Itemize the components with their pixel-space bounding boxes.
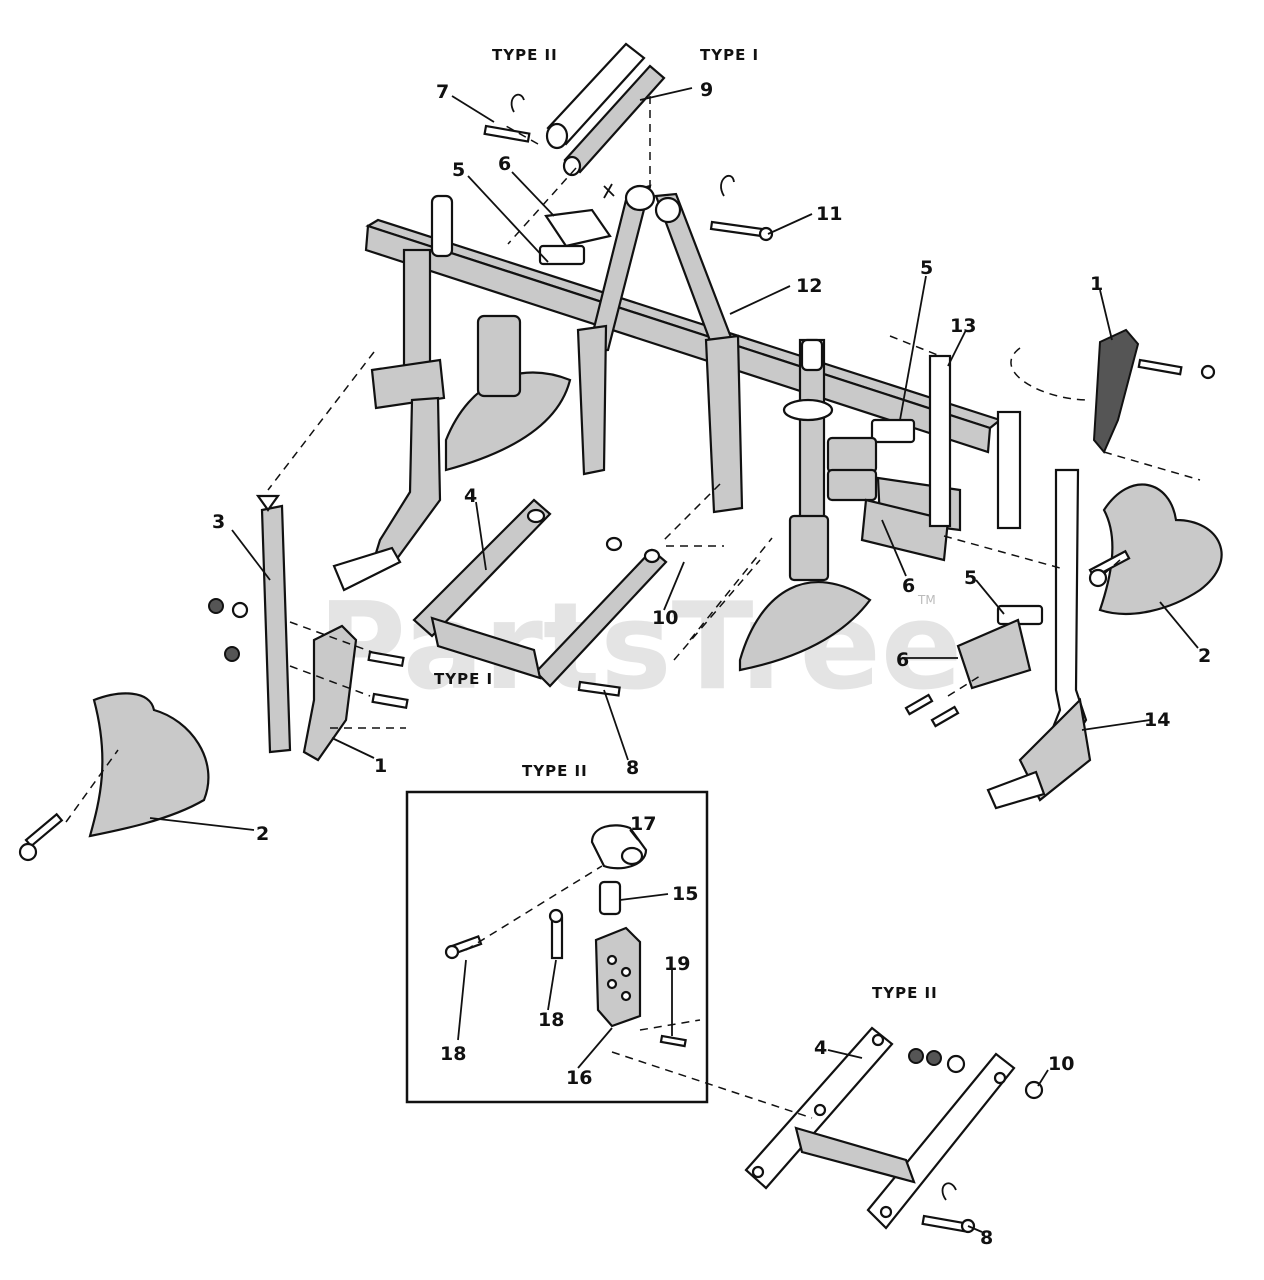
- callout-2-right: 2: [1198, 645, 1211, 667]
- gang-bracket-type-i: [412, 498, 668, 688]
- callout-16: 16: [566, 1067, 592, 1089]
- watermark-tm: TM: [917, 593, 936, 607]
- pin-11: [709, 175, 774, 242]
- callout-6-lower: 6: [896, 649, 909, 671]
- callout-4-upper: 4: [464, 485, 477, 507]
- center-shank-assembly: [738, 338, 872, 672]
- callout-4-lower: 4: [814, 1037, 827, 1059]
- shovel-left: [18, 692, 210, 862]
- callout-11: 11: [816, 203, 842, 225]
- bolt-8-upper: [577, 680, 621, 697]
- callout-17: 17: [630, 813, 656, 835]
- inset-bracket-16: [594, 926, 642, 1028]
- callout-14: 14: [1144, 709, 1170, 731]
- callout-18-left: 18: [440, 1043, 466, 1065]
- frame-bracket-13: [928, 354, 1022, 530]
- dashed-connectors: [65, 96, 1201, 1119]
- shin-upper-right: [1092, 328, 1216, 454]
- callout-10-upper: 10: [652, 607, 678, 629]
- callout-8-upper: 8: [626, 757, 639, 779]
- a-frame-mast: [576, 184, 744, 514]
- nuts-left: [208, 598, 249, 662]
- callout-6-mid: 6: [902, 575, 915, 597]
- callout-5-left: 5: [452, 159, 465, 181]
- callout-3: 3: [212, 511, 225, 533]
- inset-clip-15: [598, 880, 622, 916]
- inset-type-ii-box: [405, 790, 709, 1104]
- callout-6-top: 6: [498, 153, 511, 175]
- type-label-lower-ii: TYPE II: [872, 984, 938, 1002]
- leader-lines: [149, 87, 1199, 1233]
- callout-2-left: 2: [256, 823, 269, 845]
- callout-7: 7: [436, 81, 449, 103]
- bolt-8-lower: [921, 1182, 976, 1234]
- clamp-lower-right: [904, 604, 1044, 728]
- shin-lower-left: [302, 624, 409, 762]
- type-label-top-ii: TYPE II: [492, 46, 558, 64]
- callout-5-mid: 5: [920, 257, 933, 279]
- callout-1-right: 1: [1090, 273, 1103, 295]
- left-shank-assembly: [332, 194, 454, 592]
- callout-8-lower: 8: [980, 1227, 993, 1249]
- inset-roller-17: [590, 824, 648, 870]
- callout-15: 15: [672, 883, 698, 905]
- shovel-right: [1088, 483, 1223, 616]
- callout-5-right: 5: [964, 567, 977, 589]
- callout-10-lower: 10: [1048, 1053, 1074, 1075]
- gang-bracket-type-ii: [744, 1026, 1016, 1230]
- callout-12: 12: [796, 275, 822, 297]
- sweep-shovel-rear-left: [444, 314, 572, 472]
- shank-bar-3: [255, 494, 292, 754]
- callout-1-left: 1: [374, 755, 387, 777]
- type-label-bracket-i: TYPE I: [434, 670, 493, 688]
- inset-pin-18-left: [444, 935, 483, 960]
- callout-9: 9: [700, 79, 713, 101]
- clevis-pin-7: [483, 93, 531, 143]
- callout-18-mid: 18: [538, 1009, 564, 1031]
- inset-bolt-19: [659, 1034, 687, 1048]
- hitch-pin-type-ii: [545, 42, 646, 150]
- washers-lower: [908, 1048, 1044, 1100]
- type-label-inset-ii: TYPE II: [522, 762, 588, 780]
- type-label-top-i: TYPE I: [700, 46, 759, 64]
- inset-bolt-18-mid: [548, 908, 564, 960]
- callout-13: 13: [950, 315, 976, 337]
- standard-shank-14: [986, 468, 1092, 810]
- clamp-top: [538, 183, 615, 266]
- callout-19: 19: [664, 953, 690, 975]
